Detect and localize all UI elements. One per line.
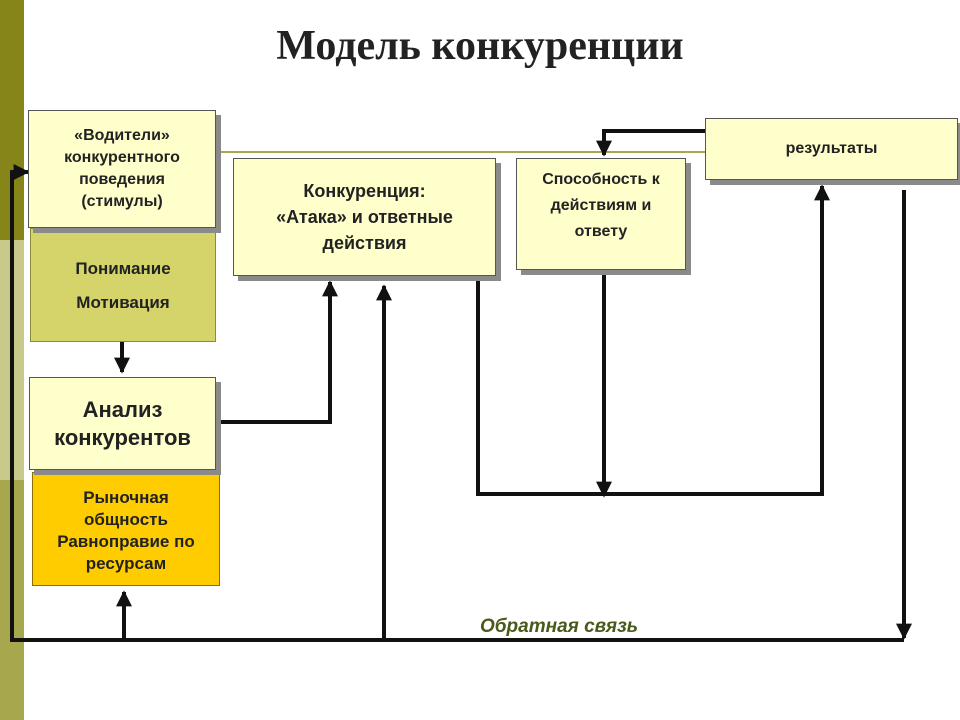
connector-feedback-loop	[10, 164, 904, 642]
feedback-label: Обратная связь	[480, 616, 639, 637]
results-box: результаты	[705, 118, 958, 180]
page-title: Модель конкуренции	[276, 23, 684, 69]
drivers-box: «Водители» конкурентного поведения (стим…	[28, 110, 216, 228]
capability-box: Способность к действиям и ответу	[516, 158, 686, 270]
connector-analysis-to-competition	[218, 280, 338, 424]
analysis-box: Анализ конкурентов	[29, 377, 216, 470]
understanding-panel: Понимание Мотивация	[30, 228, 216, 342]
competition-box: Конкуренция: «Атака» и ответные действия	[233, 158, 496, 276]
market-panel: Рыночная общность Равноправие по ресурса…	[32, 472, 220, 586]
connector-results-to-capability	[596, 129, 705, 157]
connector-competition-loop	[476, 184, 830, 496]
